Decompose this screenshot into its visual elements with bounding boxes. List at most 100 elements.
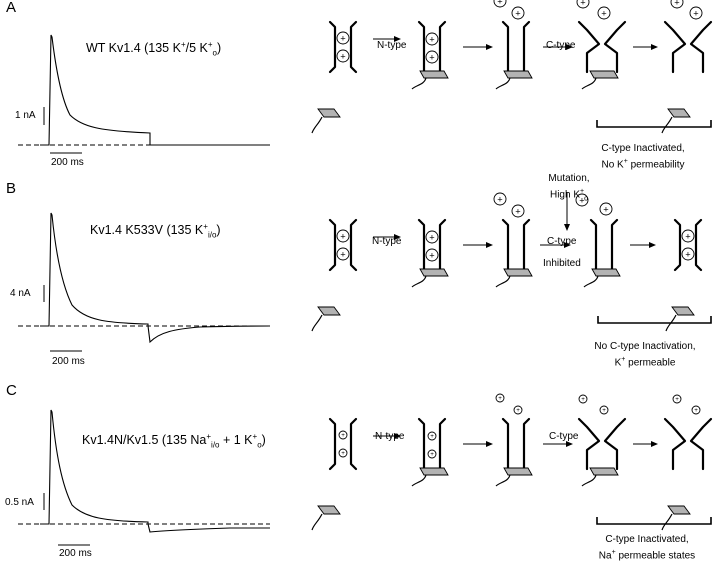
- amp-scale-label-c: 0.5 nA: [5, 497, 34, 508]
- ion-circle: [681, 247, 695, 261]
- channel-wall-left: [577, 417, 601, 471]
- ion-circle: [597, 6, 611, 20]
- bound-particle: [591, 268, 621, 277]
- channel-wall-right: [349, 20, 358, 74]
- ion-circle: [425, 248, 439, 262]
- particle-tail: [311, 116, 323, 134]
- ion-circle: [338, 430, 348, 440]
- ion-circle: [576, 0, 590, 9]
- state-bracket: [596, 120, 712, 128]
- amp-scale-label-b: 4 nA: [10, 288, 31, 299]
- bound-particle: [503, 268, 533, 277]
- ion-symbol: +: [603, 204, 608, 214]
- ion-circle: [513, 405, 523, 415]
- ion-circle: [511, 204, 525, 218]
- trace-line-c: [40, 409, 270, 533]
- bound-particle: [589, 467, 619, 476]
- current-trace-b: [18, 212, 271, 352]
- channel-wall-left: [673, 218, 682, 272]
- ion-circle: [338, 448, 348, 458]
- ion-symbol: +: [515, 8, 520, 18]
- ion-symbol: +: [340, 51, 345, 61]
- trace-line-b: [40, 212, 271, 344]
- particle-tail: [661, 513, 673, 531]
- ion-symbol: +: [341, 432, 345, 439]
- step-label-ctype-c: C-type: [549, 431, 579, 442]
- channel-wall-left: [328, 20, 337, 74]
- channel-wall-left: [417, 20, 426, 74]
- step-label-inhibited-b: Inhibited: [543, 258, 581, 269]
- ion-symbol: +: [694, 407, 698, 414]
- channel-wall-right: [603, 20, 627, 74]
- ion-circle: [427, 449, 437, 459]
- channel-wall-left: [417, 218, 426, 272]
- particle-tail: [311, 513, 323, 531]
- bound-particle: [419, 467, 449, 476]
- ion-circle: [511, 6, 525, 20]
- channel-wall-right: [522, 417, 531, 471]
- particle-tail: [411, 275, 427, 288]
- trace-title-a: WT Kv1.4 (135 K+/5 K+o): [86, 40, 222, 58]
- ion-symbol: +: [429, 250, 434, 260]
- amp-scale-label-a: 1 nA: [15, 110, 36, 121]
- ion-symbol: +: [498, 395, 502, 402]
- channel-wall-right: [689, 417, 713, 471]
- trace-line-a: [40, 34, 270, 146]
- current-trace-a: [18, 34, 270, 154]
- particle-tail: [411, 474, 427, 487]
- trace-title-b: Kv1.4 K533V (135 K+i/o): [90, 222, 221, 240]
- ion-symbol: +: [497, 0, 502, 6]
- ion-circle: [336, 247, 350, 261]
- bound-particle: [503, 467, 533, 476]
- ion-symbol: +: [693, 8, 698, 18]
- ion-circle: [670, 0, 684, 9]
- ion-circle: [691, 405, 701, 415]
- ion-symbol: +: [515, 206, 520, 216]
- condition-label-b: Mutation, High K+o: [548, 173, 590, 203]
- channel-wall-right: [438, 218, 447, 272]
- particle-tail: [581, 474, 597, 487]
- released-particle: [667, 505, 691, 515]
- channel-wall-right: [522, 20, 531, 74]
- ion-symbol: +: [429, 34, 434, 44]
- channel-wall-right: [689, 20, 713, 74]
- ion-symbol: +: [601, 8, 606, 18]
- ion-circle: [425, 230, 439, 244]
- ion-circle: [578, 394, 588, 404]
- ion-symbol: +: [675, 396, 679, 403]
- channel-wall-right: [694, 218, 703, 272]
- ion-symbol: +: [430, 433, 434, 440]
- ion-symbol: +: [340, 231, 345, 241]
- ion-symbol: +: [429, 52, 434, 62]
- channel-wall-left: [328, 218, 337, 272]
- ion-symbol: +: [602, 407, 606, 414]
- channel-wall-right: [610, 218, 619, 272]
- channel-wall-left: [663, 20, 687, 74]
- time-scale-label-c: 200 ms: [59, 548, 92, 559]
- channel-wall-left: [417, 417, 426, 471]
- ion-circle: [599, 405, 609, 415]
- step-label-ctype-a: C-type: [546, 40, 576, 51]
- channel-wall-right: [438, 417, 447, 471]
- ion-circle: [425, 50, 439, 64]
- ion-circle: [495, 393, 505, 403]
- state-note-c: C-type Inactivated, Na+ permeable states: [598, 534, 696, 562]
- ion-circle: [599, 202, 613, 216]
- current-trace-c: [18, 409, 270, 546]
- trace-title-c: Kv1.4N/Kv1.5 (135 Na+i/o + 1 K+o): [82, 432, 266, 450]
- released-particle: [671, 306, 695, 316]
- ion-circle: [575, 193, 589, 207]
- particle-tail: [311, 314, 323, 332]
- particle-tail: [495, 474, 511, 487]
- state-bracket-b: [597, 316, 712, 324]
- state-note-b: No C-type Inactivation, K+ permeable: [594, 341, 696, 369]
- ion-circle: [689, 6, 703, 20]
- bound-particle: [419, 268, 449, 277]
- ion-symbol: +: [685, 231, 690, 241]
- ion-symbol: +: [581, 396, 585, 403]
- ion-circle: [672, 394, 682, 404]
- bound-particle: [419, 70, 449, 79]
- panel-label-b: B: [6, 180, 17, 197]
